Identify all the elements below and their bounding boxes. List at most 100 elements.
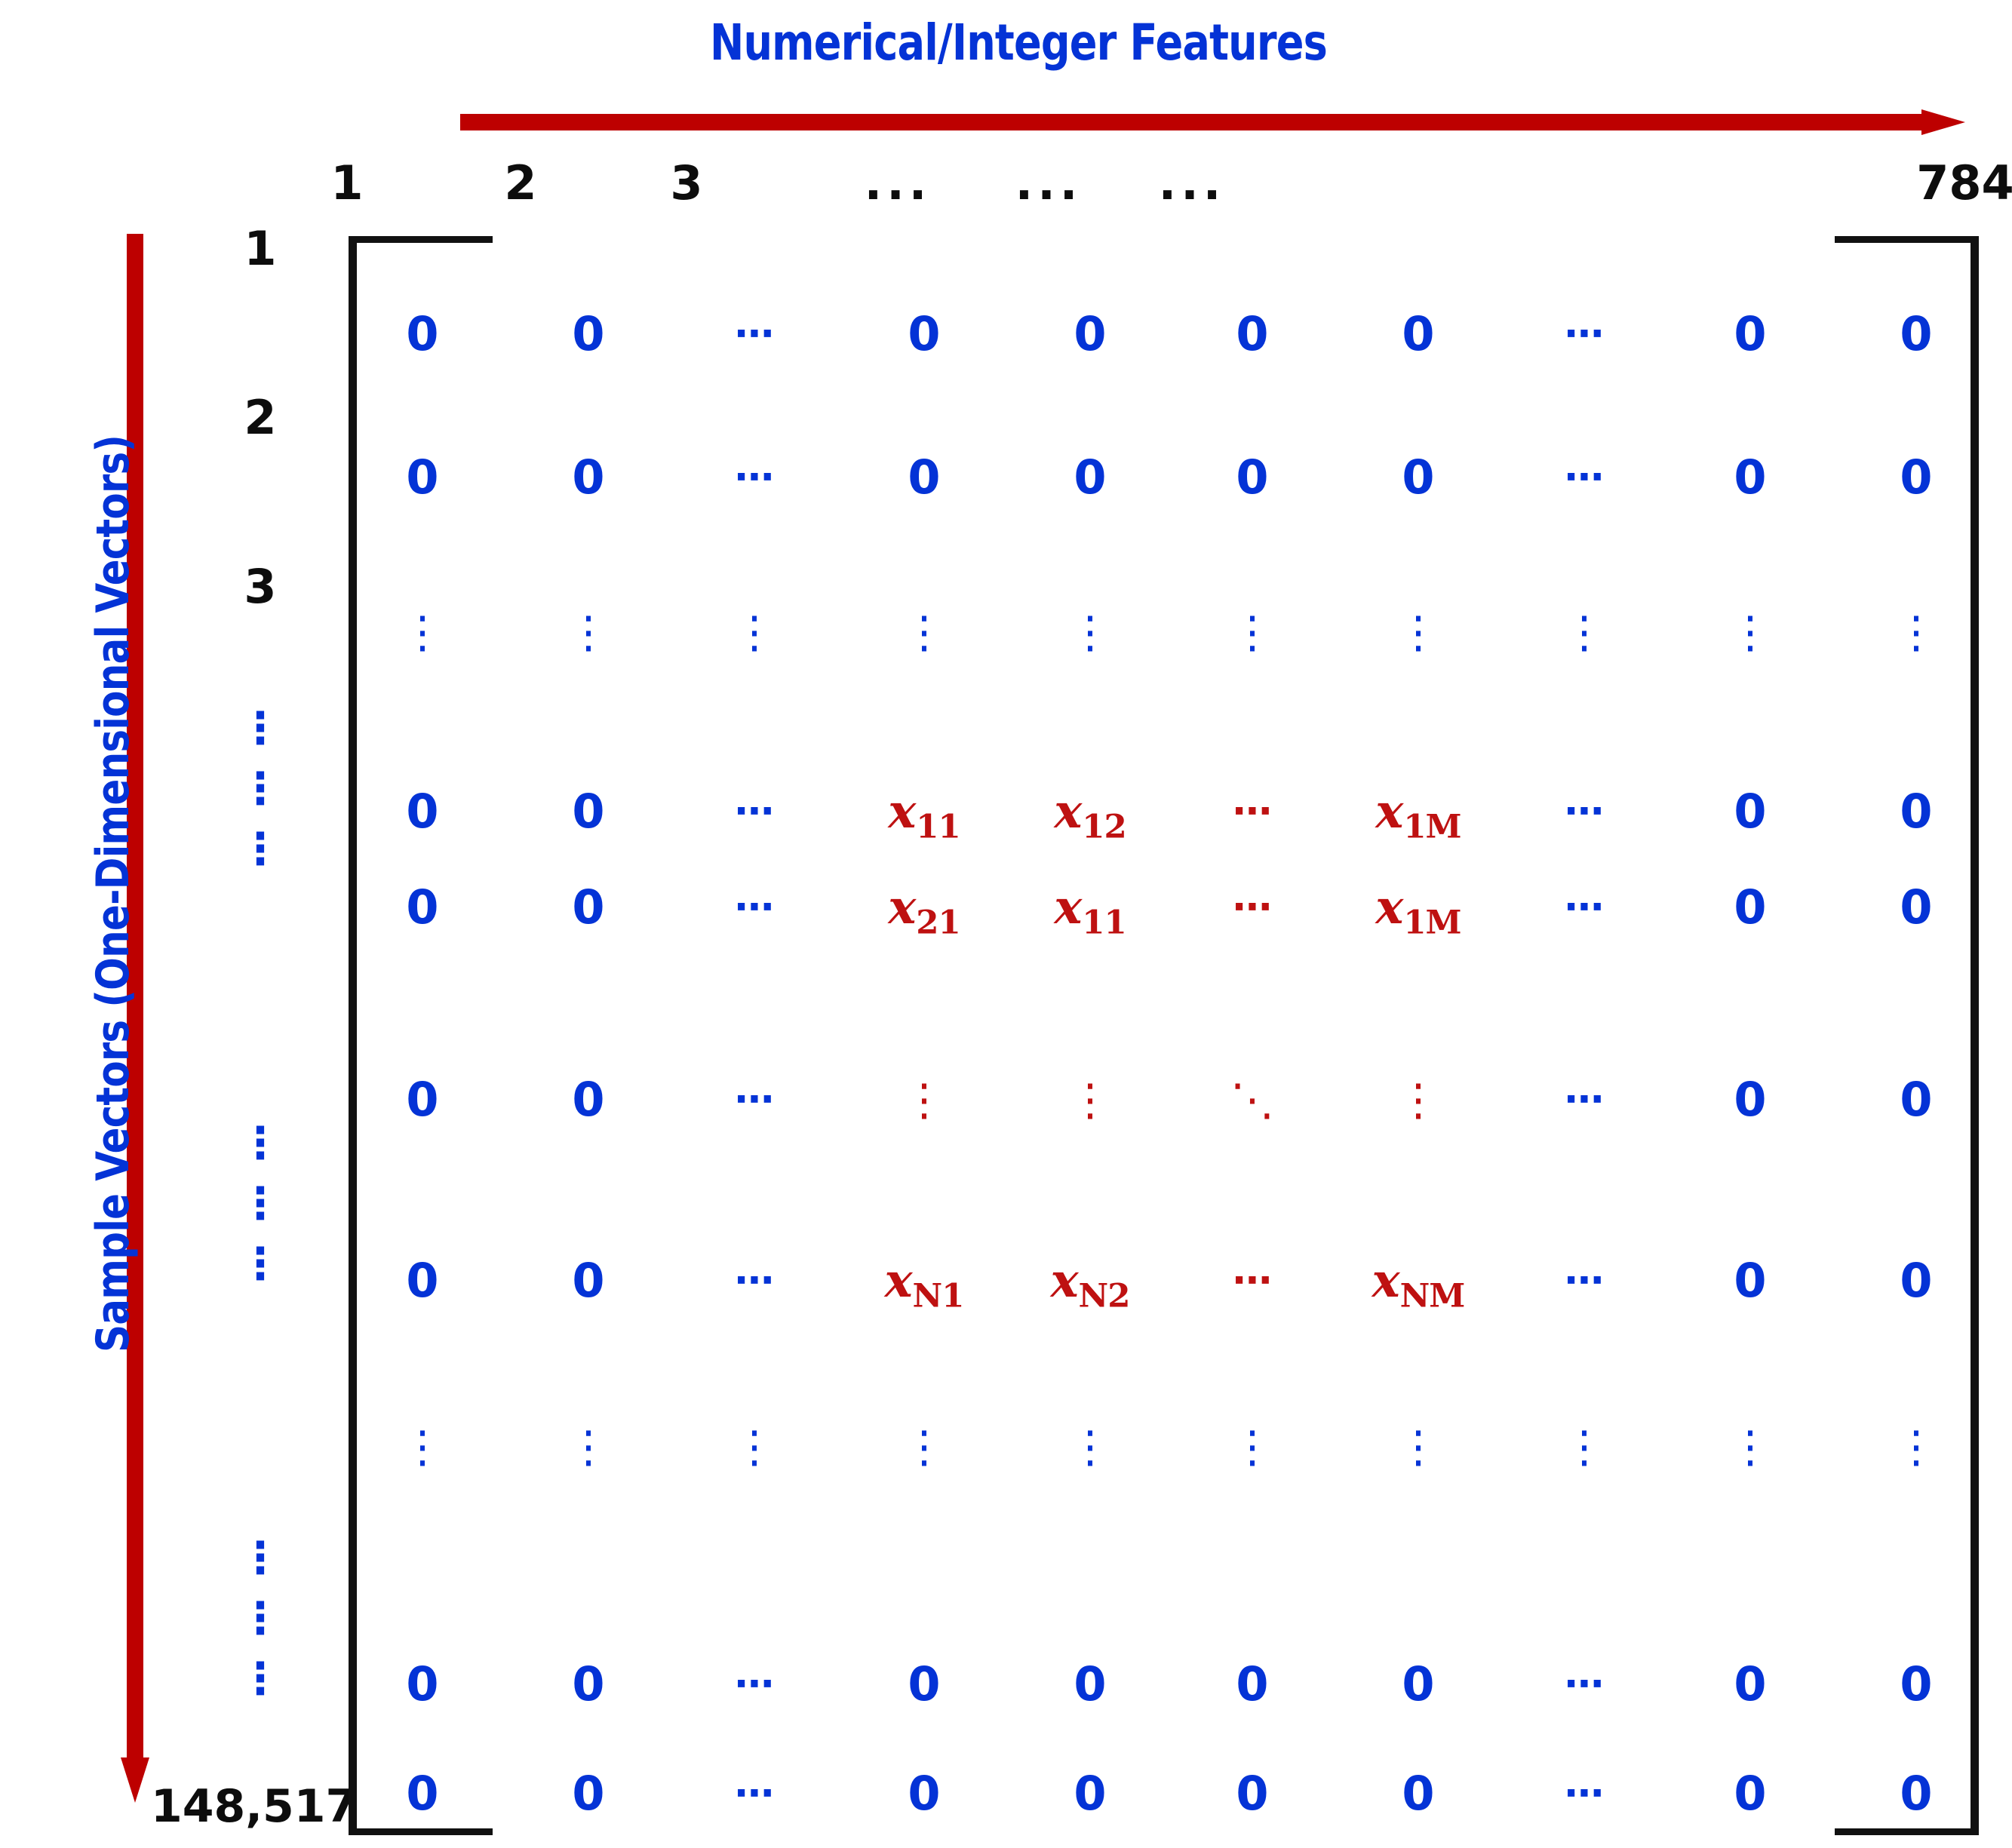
matrix-cell-ellipsis: ⋮ bbox=[567, 1421, 610, 1472]
column-header-row: 1 2 3......... 784 bbox=[330, 155, 2012, 225]
matrix-cell-ellipsis: ⋮ bbox=[733, 606, 776, 658]
matrix-cell-ellipsis: ⋮ bbox=[902, 606, 946, 658]
matrix-cell-ellipsis: ⋮ bbox=[1068, 1421, 1112, 1472]
matrix-cell-zero: 0 bbox=[572, 1766, 605, 1821]
matrix-cell-zero: 0 bbox=[406, 1766, 439, 1821]
matrix-body: 0 0 ⋯ 0 0 0 0 ⋯ 0 0 0 0 ⋯ 0 0 0 0 ⋯ 0 0 ⋮ ⋮ ⋮ ⋮ ⋮ ⋮ ⋮ ⋮ ⋮ ⋮ 0 0 ⋯ x11 x12 ⋯… bbox=[362, 236, 1973, 1822]
matrix-cell-zero: 0 bbox=[1900, 1072, 1933, 1127]
matrix-cell-zero: 0 bbox=[1236, 306, 1269, 361]
matrix-cell-ellipsis: ⋮ bbox=[1396, 1074, 1440, 1125]
matrix-cell-zero: 0 bbox=[572, 1253, 605, 1308]
row-axis-title: Sample Vectors (One-Dimensional Vectors) bbox=[87, 434, 140, 1353]
matrix-cell-zero: 0 bbox=[1402, 450, 1435, 505]
matrix-cell-zero: 0 bbox=[406, 784, 439, 839]
matrix-cell-ellipsis: ⋯ bbox=[735, 789, 774, 834]
matrix-cell-ellipsis: ⋮ bbox=[1230, 1421, 1274, 1472]
column-header-1: 1 bbox=[330, 155, 364, 210]
column-direction-arrow-icon bbox=[460, 109, 1965, 135]
matrix-cell-ellipsis: ⋮ bbox=[733, 1421, 776, 1472]
matrix-cell-zero: 0 bbox=[1900, 306, 1933, 361]
matrix-cell-variable: x12 bbox=[1054, 784, 1126, 846]
matrix-cell-zero: 0 bbox=[1734, 306, 1767, 361]
matrix-cell-zero: 0 bbox=[1402, 1766, 1435, 1821]
matrix-cell-zero: 0 bbox=[406, 1656, 439, 1711]
matrix-cell-ellipsis: ⋮ bbox=[1068, 606, 1112, 658]
column-axis-title: Numerical/Integer Features bbox=[709, 14, 1328, 72]
matrix-cell-zero: 0 bbox=[572, 450, 605, 505]
matrix-cell-variable: xNM bbox=[1372, 1253, 1466, 1315]
matrix-cell-ellipsis: ⋯ bbox=[735, 1258, 774, 1303]
row-header-3: 3 bbox=[244, 559, 277, 614]
matrix-cell-ellipsis: ⋮ bbox=[1562, 606, 1606, 658]
matrix-cell-ellipsis: ⋯ bbox=[1233, 789, 1272, 834]
row-header-ellipsis-3: ⋮ bbox=[238, 702, 282, 754]
row-header-2: 2 bbox=[244, 390, 277, 445]
matrix-cell-ellipsis: ⋯ bbox=[735, 455, 774, 500]
matrix-cell-ellipsis: ⋮ bbox=[1894, 606, 1938, 658]
matrix-cell-zero: 0 bbox=[406, 306, 439, 361]
column-header-784: 784 bbox=[1916, 155, 2012, 210]
matrix-cell-ellipsis: ⋮ bbox=[902, 1074, 946, 1125]
matrix-cell-zero: 0 bbox=[1236, 1766, 1269, 1821]
matrix-cell-zero: 0 bbox=[908, 1766, 941, 1821]
matrix-cell-ellipsis: ⋮ bbox=[401, 1421, 444, 1472]
matrix-cell-ellipsis: ⋮ bbox=[1562, 1421, 1606, 1472]
matrix-cell-variable: x11 bbox=[1054, 879, 1126, 942]
column-header-3: 3 bbox=[670, 155, 703, 210]
matrix-cell-zero: 0 bbox=[406, 1253, 439, 1308]
matrix-cell-zero: 0 bbox=[1734, 1072, 1767, 1127]
row-header-ellipsis-5: ⋮ bbox=[238, 823, 282, 874]
matrix-cell-ellipsis: ⋯ bbox=[1233, 1258, 1272, 1303]
matrix-cell-zero: 0 bbox=[1900, 1253, 1933, 1308]
row-header-ellipsis-9: ⋮ bbox=[238, 1532, 282, 1583]
matrix-bracket-left bbox=[349, 236, 493, 1835]
matrix-cell-zero: 0 bbox=[1900, 450, 1933, 505]
matrix-cell-zero: 0 bbox=[908, 306, 941, 361]
matrix-cell-zero: 0 bbox=[908, 450, 941, 505]
matrix-cell-ellipsis: ⋯ bbox=[735, 312, 774, 357]
matrix-cell-zero: 0 bbox=[572, 1072, 605, 1127]
matrix-cell-zero: 0 bbox=[1900, 1656, 1933, 1711]
matrix-cell-variable: xN1 bbox=[884, 1253, 965, 1315]
matrix-cell-ellipsis: ⋯ bbox=[735, 1077, 774, 1122]
matrix-cell-ellipsis: ⋯ bbox=[1565, 1662, 1604, 1707]
column-header-2: 2 bbox=[504, 155, 537, 210]
matrix-cell-ellipsis: ⋮ bbox=[1068, 1074, 1112, 1125]
matrix-cell-variable: x1M bbox=[1375, 784, 1461, 846]
matrix-cell-zero: 0 bbox=[1734, 1656, 1767, 1711]
column-header-ellipsis-4: ... bbox=[1015, 155, 1083, 210]
matrix-cell-zero: 0 bbox=[572, 306, 605, 361]
matrix-cell-ellipsis: ⋱ bbox=[1230, 1074, 1274, 1125]
matrix-cell-zero: 0 bbox=[1734, 1253, 1767, 1308]
matrix-cell-ellipsis: ⋯ bbox=[1565, 1771, 1604, 1816]
arrow-shaft bbox=[127, 234, 143, 1757]
row-header-148517: 148,517 bbox=[151, 1780, 358, 1833]
matrix-cell-zero: 0 bbox=[1900, 879, 1933, 935]
matrix-cell-ellipsis: ⋯ bbox=[1233, 885, 1272, 930]
matrix-cell-ellipsis: ⋯ bbox=[735, 885, 774, 930]
matrix-cell-zero: 0 bbox=[1074, 306, 1107, 361]
column-header-ellipsis-5: ... bbox=[1158, 155, 1226, 210]
row-header-ellipsis-11: ⋮ bbox=[238, 1653, 282, 1704]
matrix-cell-ellipsis: ⋯ bbox=[1565, 455, 1604, 500]
row-header-1: 1 bbox=[244, 221, 277, 276]
matrix-cell-ellipsis: ⋮ bbox=[1728, 606, 1772, 658]
matrix-cell-zero: 0 bbox=[1734, 450, 1767, 505]
matrix-cell-ellipsis: ⋯ bbox=[1565, 789, 1604, 834]
matrix-cell-zero: 0 bbox=[1900, 1766, 1933, 1821]
matrix-cell-ellipsis: ⋯ bbox=[1565, 312, 1604, 357]
matrix-cell-zero: 0 bbox=[1074, 1766, 1107, 1821]
matrix-cell-zero: 0 bbox=[908, 1656, 941, 1711]
row-header-ellipsis-7: ⋮ bbox=[238, 1177, 282, 1229]
matrix-cell-zero: 0 bbox=[406, 1072, 439, 1127]
matrix-cell-ellipsis: ⋯ bbox=[735, 1771, 774, 1816]
column-header-ellipsis-3: ... bbox=[864, 155, 932, 210]
matrix-cell-variable: xN2 bbox=[1050, 1253, 1131, 1315]
matrix-cell-zero: 0 bbox=[1236, 1656, 1269, 1711]
